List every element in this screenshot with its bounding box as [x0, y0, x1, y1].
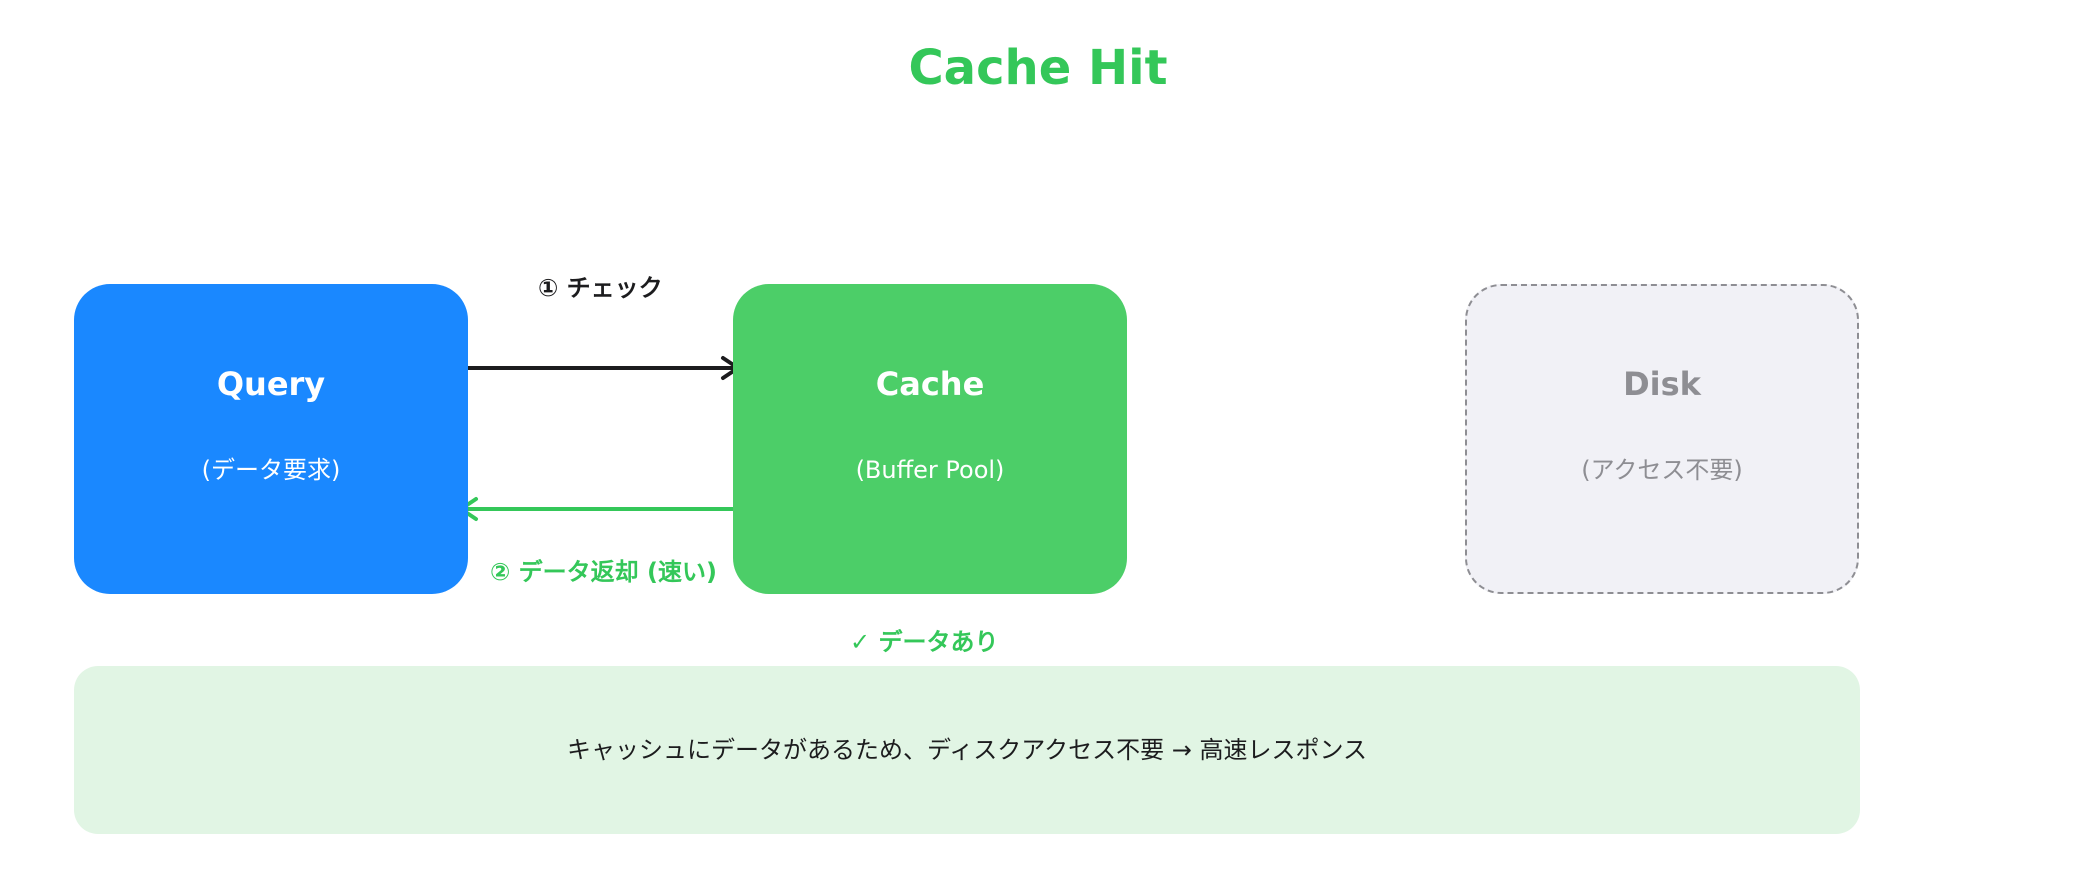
disk-node: Disk (アクセス不要) — [1465, 284, 1859, 594]
cache-node-title: Cache — [875, 365, 985, 403]
return-arrow — [459, 497, 746, 521]
disk-node-subtitle: (アクセス不要) — [1581, 456, 1743, 484]
return-edge-label: ② データ返却 (速い) — [490, 558, 717, 586]
query-node-subtitle: (データ要求) — [201, 456, 341, 484]
summary-box: キャッシュにデータがあるため、ディスクアクセス不要 → 高速レスポンス — [74, 666, 1860, 834]
cache-node: Cache (Buffer Pool) — [733, 284, 1127, 594]
summary-text: キャッシュにデータがあるため、ディスクアクセス不要 → 高速レスポンス — [566, 736, 1367, 764]
query-node-title: Query — [216, 365, 326, 403]
query-node: Query (データ要求) — [74, 284, 468, 594]
diagram-title: Cache Hit — [908, 40, 1168, 96]
disk-node-title: Disk — [1623, 365, 1701, 403]
cache-node-subtitle: (Buffer Pool) — [855, 456, 1005, 484]
check-arrow — [455, 356, 740, 380]
cache-hit-label: ✓ データあり — [850, 628, 999, 656]
check-edge-label: ① チェック — [538, 274, 663, 302]
